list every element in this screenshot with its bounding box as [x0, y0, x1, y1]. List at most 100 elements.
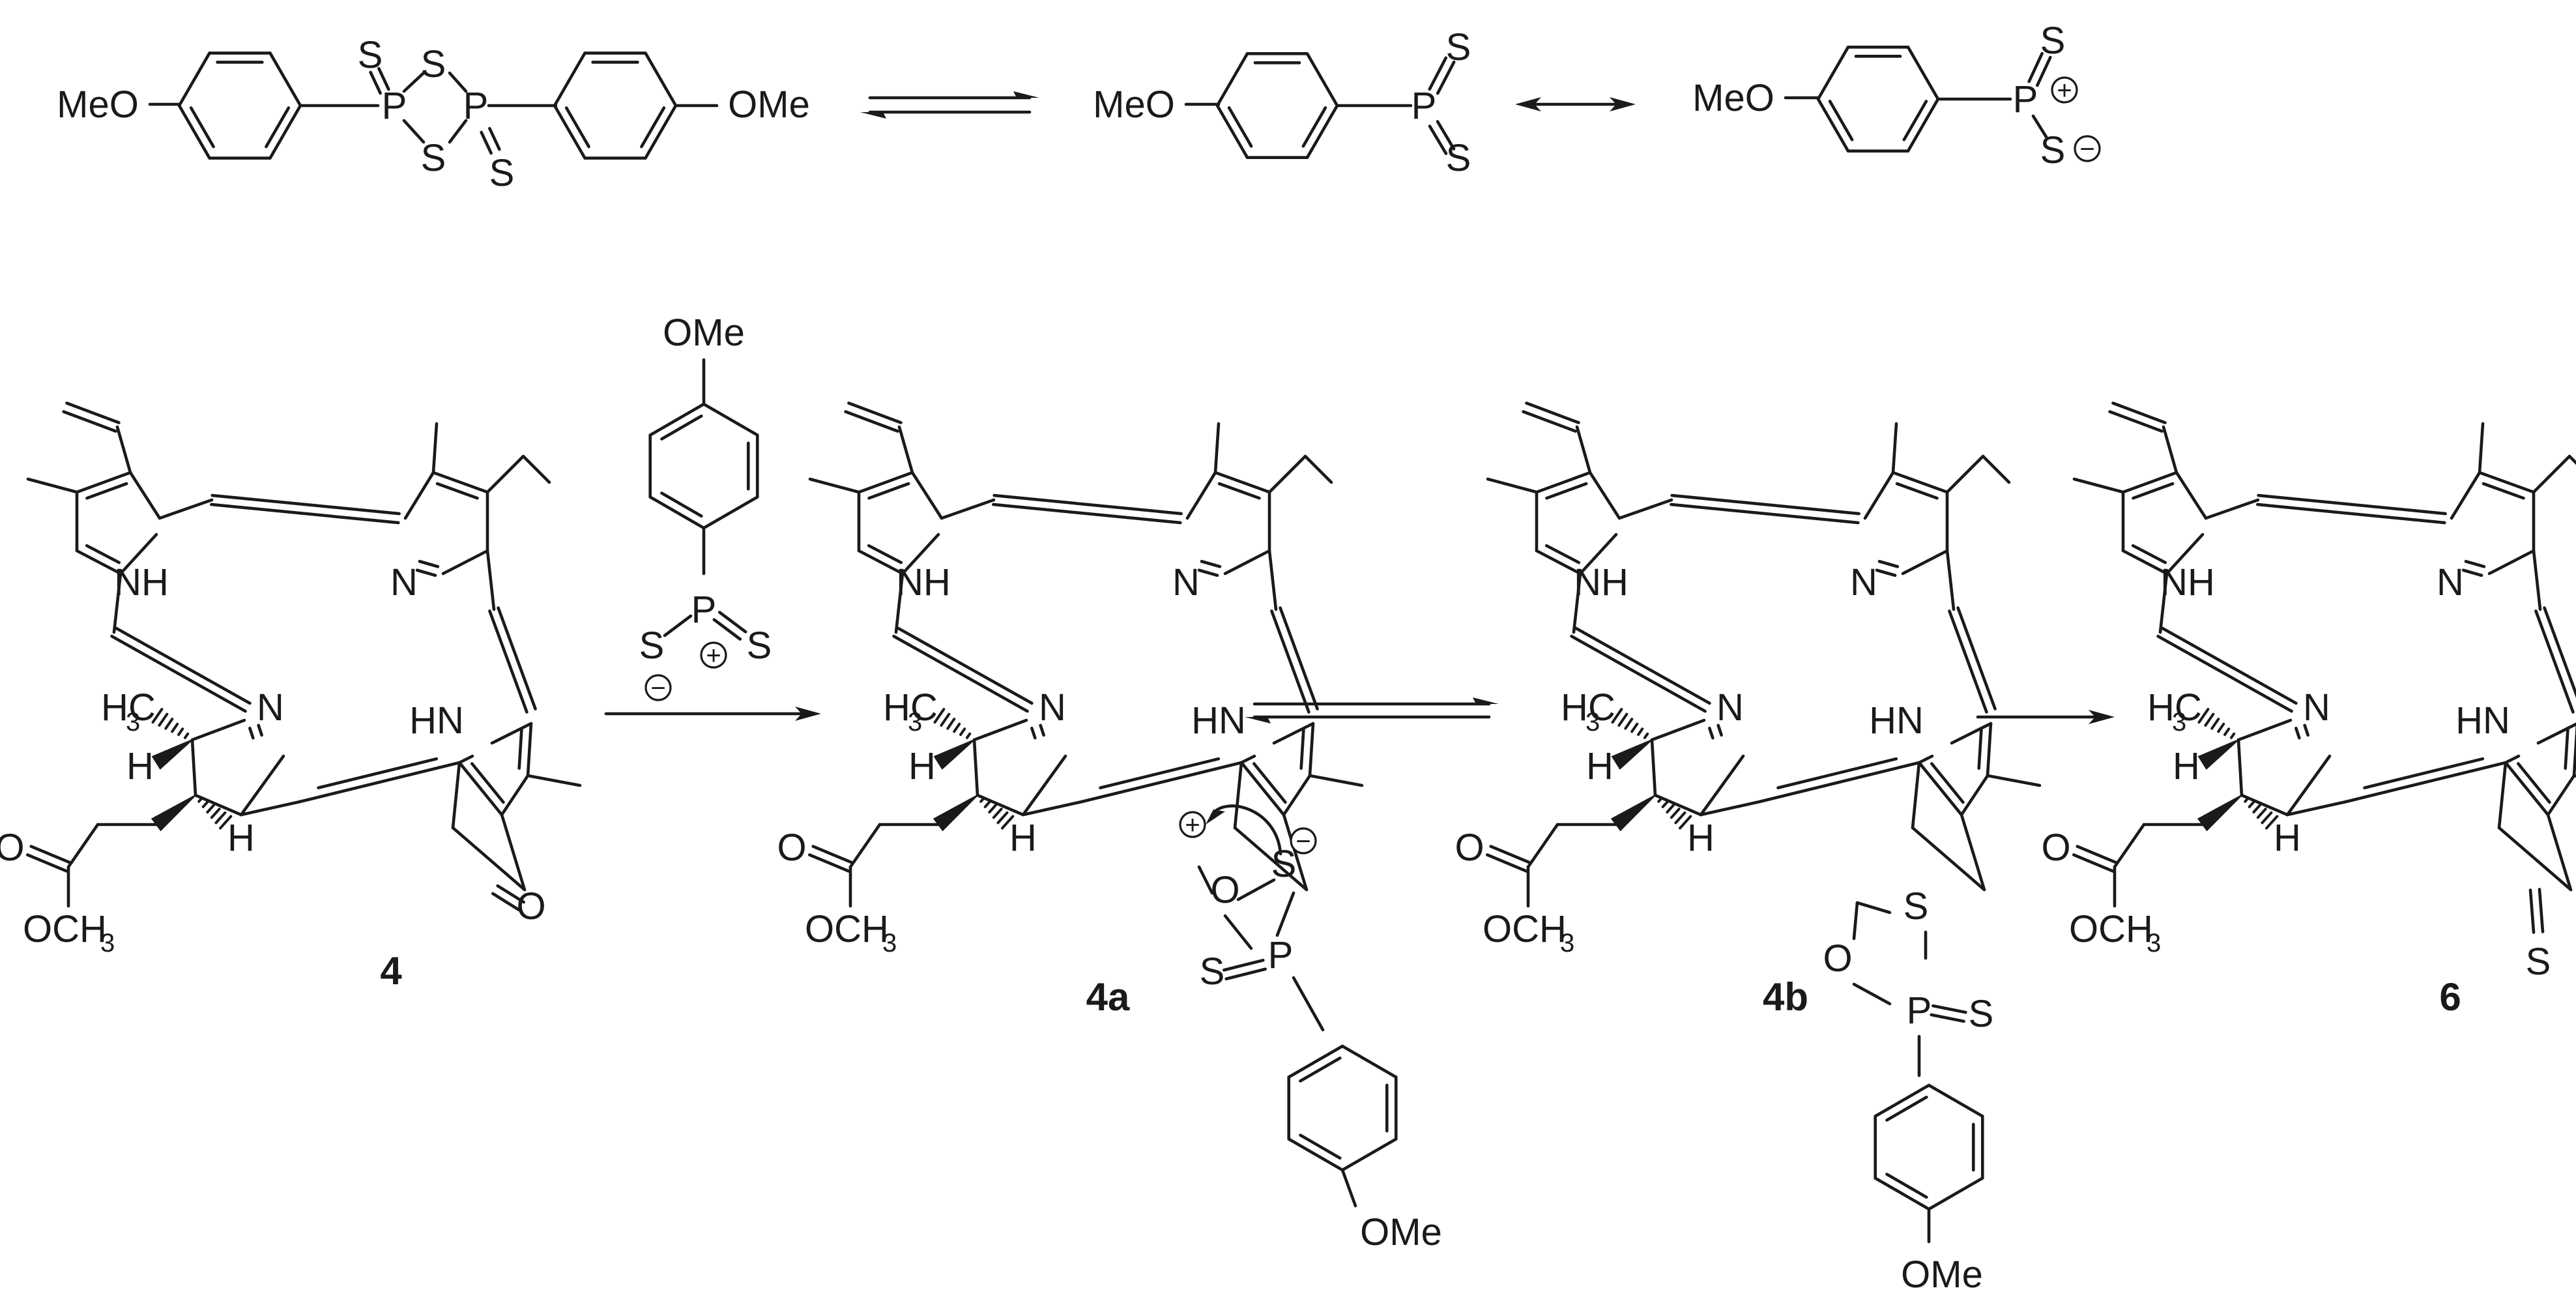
h3c-subscript: 3: [2172, 708, 2186, 737]
ring-c-bond-inner: [517, 728, 523, 770]
methoxy-label: OMe: [1901, 1253, 1983, 1296]
anisyl-ring-bond: [1906, 97, 1940, 153]
sulfur-label: S: [1271, 843, 1297, 885]
vinyl-bond: [897, 425, 914, 475]
methyl-hash-bond: [164, 718, 174, 730]
anisyl-ring-right-bond: [553, 51, 586, 108]
arrow-head: [1473, 697, 1499, 704]
ring-b-bond: [1891, 471, 1949, 494]
sulfur-label: S: [1200, 950, 1225, 993]
och3-subscript: 3: [100, 929, 115, 958]
methyl-hash-bond: [1611, 708, 1623, 724]
pyrrole-n-label: N: [2437, 561, 2464, 604]
sulfur-label: S: [2040, 129, 2066, 171]
vinyl-bond: [2162, 425, 2178, 475]
arrow-head: [1610, 97, 1636, 111]
ring-a-bond-inner: [867, 544, 903, 564]
ring-b-bond-inner: [1217, 482, 1261, 500]
arrow-head: [1013, 91, 1039, 98]
ring-a-bond: [857, 471, 914, 494]
h-hash-bond: [1679, 815, 1692, 830]
meso-bridge: [1948, 609, 1988, 714]
meso-bridge: [2161, 626, 2298, 705]
compound-label-4a: 4a: [1086, 975, 1130, 1019]
ring-d-bond: [2236, 718, 2293, 742]
ring-e-bond: [1911, 826, 1986, 892]
meso-bridge: [210, 503, 400, 525]
ring-b-bond-inner: [435, 482, 479, 500]
h3c-label: H: [883, 686, 910, 729]
vinyl-bond: [847, 402, 903, 424]
h3c-label: H: [101, 686, 128, 729]
phosphorus-label: P: [1411, 85, 1437, 127]
anisyl-ring-right-bond: [644, 104, 678, 160]
h-hash-bond: [983, 800, 991, 808]
pyrrole-hn-label: HN: [409, 699, 464, 742]
h-hash-bond: [1661, 800, 1669, 808]
oxygen-label: O: [1823, 937, 1852, 980]
phosphorus-label: P: [691, 589, 717, 631]
ring-a-bond: [2165, 533, 2205, 576]
ring-d-bond: [2236, 738, 2244, 797]
double-bond: [415, 568, 437, 578]
anisyl-ring-right-bond-inner: [640, 106, 666, 149]
double-bond: [1200, 559, 1222, 568]
och3-subscript: 3: [882, 929, 897, 958]
ethyl-bond: [1267, 454, 1307, 494]
vinyl-bond: [1522, 410, 1577, 433]
double-bond: [1708, 726, 1715, 740]
meso-bridge: [1279, 606, 1319, 710]
arrow-head: [1245, 717, 1271, 724]
anisyl-ring-right-bond: [553, 104, 586, 160]
chain-bond: [848, 823, 882, 869]
pyrrole-hn-label: HN: [2455, 699, 2510, 742]
anisyl-ring-bond: [1215, 104, 1249, 159]
anisyl-ring-4b-bond: [1927, 1177, 1984, 1211]
ethyl-bond: [1945, 454, 1985, 494]
double-bond: [1030, 726, 1037, 740]
arrow-head: [860, 112, 886, 119]
double-bond: [717, 611, 747, 634]
bond: [663, 614, 693, 637]
carbocation-charge: [1179, 811, 1206, 838]
ring-c-bond: [526, 722, 533, 778]
h-hash-bond: [210, 808, 221, 819]
meso-bridge: [992, 493, 1183, 516]
h-hash-bond: [2261, 811, 2273, 825]
anisyl-ring-4a-bond: [1287, 1044, 1344, 1079]
methyl-hash-bond: [2223, 727, 2231, 737]
reagent-anisyl-ring-bond-inner: [660, 414, 703, 441]
h-hash-bond: [2252, 804, 2261, 814]
ring-e-bond: [1911, 761, 1921, 830]
methyl-hash-bond: [1643, 732, 1649, 739]
bridge-bond: [298, 761, 461, 804]
anisyl-ring-right-bond: [644, 51, 678, 108]
ring-e-bond: [2497, 761, 2508, 830]
double-bond: [1875, 568, 1897, 578]
meso-bridge: [1267, 549, 1278, 611]
sulfur-label: S: [639, 624, 665, 667]
methyl-bond: [1308, 774, 1364, 787]
bridge-bond-inner: [2363, 757, 2485, 789]
chain-bond: [1526, 823, 1559, 869]
methyl-hash-bond: [946, 718, 956, 730]
h-hash-bond: [201, 800, 209, 808]
methoxy-label: MeO: [1093, 83, 1175, 126]
vinyl-bond: [1525, 402, 1580, 424]
meso-bridge: [497, 606, 537, 710]
methyl-hash-bond: [2197, 708, 2210, 724]
bond: [402, 71, 426, 93]
h3c-label: H: [1561, 686, 1588, 729]
propionate-wedge-bond: [2197, 795, 2242, 832]
ring-a-bond: [1535, 549, 1582, 576]
h-hash-bond: [206, 804, 215, 814]
methyl-bond: [26, 477, 79, 494]
h3c-label: C: [1588, 686, 1615, 729]
bridge-bond-inner: [317, 757, 439, 789]
bond: [402, 119, 426, 144]
h-hash-bond: [214, 811, 227, 825]
och3-label: OCH: [2069, 908, 2153, 950]
charge-sign: −: [2079, 135, 2094, 164]
